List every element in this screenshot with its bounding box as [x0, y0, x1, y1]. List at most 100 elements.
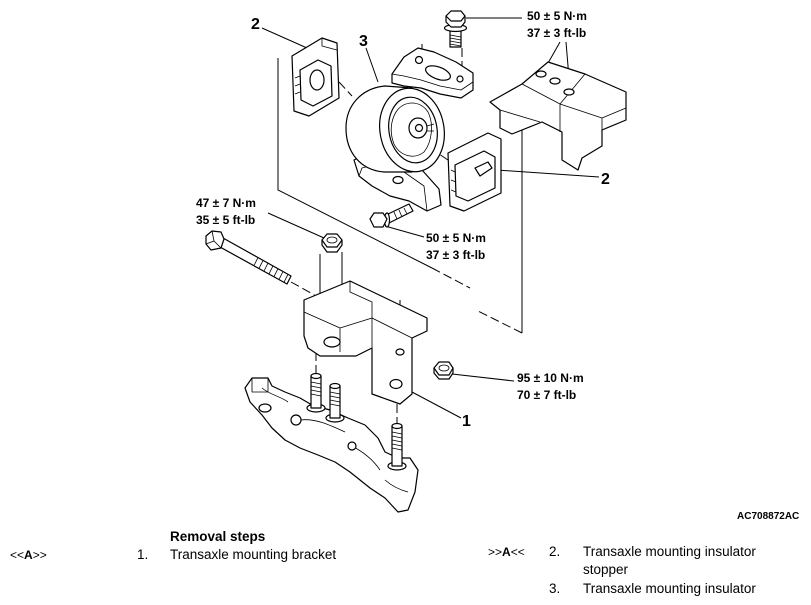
torque-imperial: 35 ± 5 ft-lb: [196, 213, 255, 227]
stud-tip: [310, 372, 322, 380]
torque-spec-long-bolt: 47 ± 7 N·m 35 ± 5 ft-lb: [196, 196, 256, 227]
insulator-top-plate-edge: [391, 73, 474, 91]
callout-insulator: 3: [359, 33, 368, 50]
bracket-hole: [395, 348, 405, 356]
thread-lines: [393, 207, 408, 220]
marker-letter: A: [24, 548, 33, 562]
case-contours: [251, 378, 409, 493]
step-2-text: Transaxle mounting insulator stopper: [583, 544, 756, 577]
leader-long-bolt-nut: [267, 212, 325, 239]
insulator-foot-hole: [392, 175, 404, 185]
thread-lines: [329, 391, 341, 407]
stopper-right-guide-dashed: [475, 309, 523, 334]
thread-lines: [253, 257, 289, 283]
marker-letter: A: [502, 545, 511, 559]
top-flange-bolt: [443, 10, 468, 48]
body-bracket-outline: [489, 61, 627, 171]
stud-tip: [329, 382, 341, 390]
body-side-mount-bracket: [489, 61, 627, 171]
transaxle-case: [244, 372, 419, 513]
nut-hole: [438, 364, 450, 372]
bolt-head: [445, 10, 466, 22]
stud-c: [387, 422, 407, 471]
body-bracket-hole: [535, 70, 547, 78]
step-2-number: 2.: [549, 544, 561, 559]
case-boss: [347, 441, 357, 451]
stopper-ribs: [294, 75, 301, 95]
insulator-top-plate-hole: [456, 75, 464, 83]
transaxle-mounting-insulator: [345, 47, 474, 212]
transaxle-mounting-bracket: [303, 280, 428, 405]
bracket-outline: [303, 280, 428, 405]
bracket-hole: [389, 378, 403, 390]
step-3-number: 3.: [549, 581, 561, 596]
long-mounting-bolt: [205, 230, 292, 285]
figure-code: AC708872AC: [737, 511, 799, 522]
stopper-right-to-insulator-guide: [435, 151, 449, 161]
callout-bracket: 1: [462, 413, 471, 430]
torque-metric: 95 ± 10 N·m: [517, 371, 584, 385]
body-bracket-edges: [499, 73, 627, 146]
thread-lines: [391, 431, 403, 451]
removal-steps-heading: Removal steps: [170, 529, 266, 544]
nut-hole: [326, 236, 338, 244]
torque-imperial: 37 ± 3 ft-lb: [527, 26, 586, 40]
insulator-rubber: [390, 102, 432, 157]
torque-spec-top-bolt: 50 ± 5 N·m 37 ± 3 ft-lb: [527, 9, 587, 40]
case-boss: [258, 403, 272, 413]
long-bolt-guide: [290, 281, 319, 298]
bolt-head: [205, 230, 225, 251]
long-bolt-nut: [321, 233, 343, 253]
bolt-head-facets: [205, 230, 222, 249]
insulator-mounting-bolt: [369, 203, 414, 228]
insulator-stopper-upper: [291, 37, 340, 117]
thread-lines: [449, 34, 462, 47]
step-1-text: Transaxle mounting bracket: [170, 547, 337, 562]
stud-a: [306, 372, 326, 413]
callout-stopper-right: 2: [601, 171, 610, 188]
leader-insulator: [365, 47, 379, 83]
marker-close: >>: [32, 548, 47, 562]
stopper-upper-to-insulator-guide: [338, 81, 353, 97]
marker-close: <<: [510, 545, 525, 559]
body-bracket-hole: [549, 77, 561, 85]
nut-top: [433, 361, 454, 376]
callout-stopper-upper: 2: [251, 16, 260, 33]
leader-bracket: [411, 391, 462, 419]
stopper-upper-guide: [277, 58, 433, 269]
step-1-number: 1.: [137, 547, 149, 562]
stud-tip: [391, 422, 403, 430]
stopper-ribs: [450, 169, 457, 193]
nut-top: [321, 233, 343, 248]
bracket-nut: [433, 361, 454, 380]
torque-metric: 50 ± 5 N·m: [527, 9, 587, 23]
leader-insulator-bolt: [384, 225, 425, 238]
exploded-view-diagram: 2 3 2 1 50 ± 5 N·m 37 ± 3 ft-lb 47 ± 7 N…: [196, 9, 799, 522]
case-outline: [244, 377, 419, 513]
case-boss: [290, 414, 302, 426]
leader-bracket-nut: [451, 373, 515, 382]
insulator-top-plate-slot: [425, 65, 451, 81]
torque-metric: 47 ± 7 N·m: [196, 196, 256, 210]
stopper-upper-guide-dashed: [431, 267, 471, 289]
torque-imperial: 70 ± 7 ft-lb: [517, 388, 576, 402]
torque-metric: 50 ± 5 N·m: [426, 231, 486, 245]
torque-imperial: 37 ± 3 ft-lb: [426, 248, 485, 262]
insulator-top-plate-hole: [414, 55, 424, 65]
thread-lines: [310, 381, 322, 397]
insulator-stopper-right: [447, 132, 502, 212]
marker-open: <<: [10, 548, 25, 562]
bracket-hole: [323, 336, 341, 348]
step-2-marker: >>A<<: [488, 543, 525, 561]
leader-stopper-right: [496, 169, 600, 178]
step-1-marker: <<A>>: [10, 546, 47, 564]
body-bracket-hole: [563, 88, 575, 96]
torque-spec-insulator-bolt: 50 ± 5 N·m 37 ± 3 ft-lb: [426, 231, 486, 262]
torque-spec-bracket-nut: 95 ± 10 N·m 70 ± 7 ft-lb: [517, 371, 584, 402]
insulator-stud: [426, 123, 435, 132]
stopper-hole: [309, 69, 325, 91]
step-3-text: Transaxle mounting insulator: [583, 581, 756, 596]
bolt-head: [369, 212, 388, 228]
stopper-plate-edge: [321, 38, 338, 51]
